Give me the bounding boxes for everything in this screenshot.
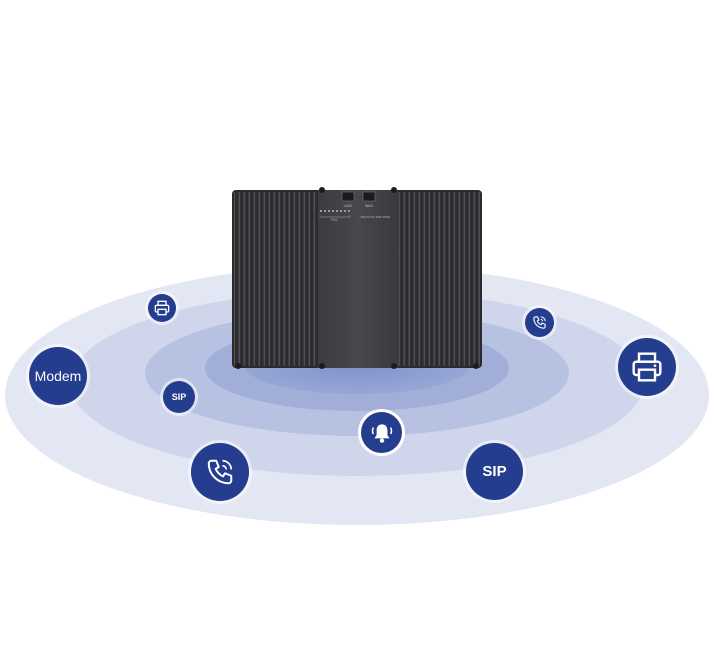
port-label-1: LAN1	[344, 204, 353, 208]
phone-icon	[533, 316, 546, 329]
modem-label: Modem	[34, 368, 82, 384]
port-label-2: WAN	[365, 204, 374, 208]
printer-badge-large	[618, 338, 676, 396]
printer-badge-small	[148, 294, 176, 322]
sip-label-small: SIP	[171, 392, 187, 402]
gateway-device-drawing: LAN1 WAN FXS UPS SYNC WIFI PWR	[232, 187, 482, 369]
printer-icon	[632, 352, 662, 382]
fxs-label: FXS	[331, 218, 338, 222]
gateway-device: LAN1 WAN FXS UPS SYNC WIFI PWR	[232, 186, 482, 370]
sip-badge-large: SIP	[466, 443, 523, 500]
bell-badge	[361, 412, 402, 453]
bell-icon	[371, 423, 392, 443]
printer-icon	[154, 300, 170, 316]
phone-badge-large	[191, 443, 249, 501]
status-label: UPS SYNC WIFI PWR	[360, 215, 391, 219]
sip-label-large: SIP	[482, 463, 507, 480]
phone-icon	[207, 459, 233, 485]
modem-badge: Modem	[29, 347, 87, 405]
sip-badge-small: SIP	[163, 381, 195, 413]
phone-badge-small	[525, 308, 554, 337]
